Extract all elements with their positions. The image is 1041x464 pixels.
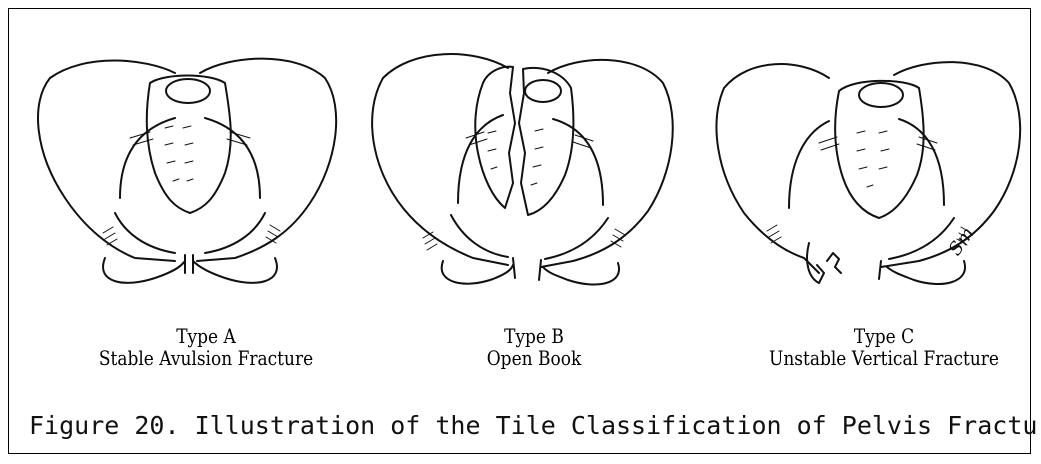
pelvis-illustration-type-b (363, 33, 683, 293)
panel-label-type-b: Type B Open Book (407, 325, 662, 369)
type-a-title: Type A (79, 325, 334, 347)
type-a-description: Stable Avulsion Fracture (79, 347, 334, 369)
type-b-title: Type B (407, 325, 662, 347)
type-b-description: Open Book (407, 347, 662, 369)
pelvis-illustration-type-c (709, 33, 1029, 293)
type-c-description: Unstable Vertical Fracture (757, 347, 1012, 369)
type-c-title: Type C (757, 325, 1012, 347)
pelvis-illustration-type-a (25, 33, 345, 293)
panel-label-type-a: Type A Stable Avulsion Fracture (79, 325, 334, 369)
panel-label-type-c: Type C Unstable Vertical Fracture (757, 325, 1012, 369)
figure-frame: Sm Type A Stable Avulsion Fracture Type … (8, 8, 1031, 454)
figure-caption: Figure 20. Illustration of the Tile Clas… (29, 411, 1041, 440)
